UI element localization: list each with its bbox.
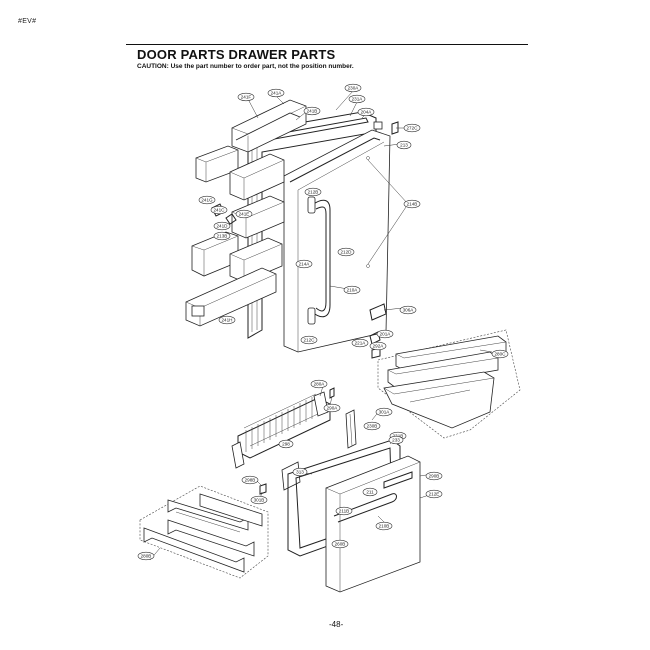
svg-text:212B: 212B [308, 190, 319, 195]
callout-230B: 230B [363, 421, 381, 431]
svg-text:233: 233 [392, 438, 400, 443]
svg-text:290A: 290A [327, 406, 339, 411]
svg-text:211: 211 [366, 490, 374, 495]
callout-204A: 204A [357, 107, 375, 117]
callout-211: 211 [362, 487, 378, 497]
callout-241H: 241H [218, 315, 236, 325]
svg-text:298B: 298B [245, 478, 256, 483]
svg-text:204A: 204A [361, 110, 373, 115]
callout-241A: 241A [267, 88, 285, 98]
svg-text:212E: 212E [429, 492, 440, 497]
svg-text:241H: 241H [222, 318, 233, 323]
svg-text:301A: 301A [379, 410, 391, 415]
callout-214B: 214B [403, 199, 421, 209]
caution-note: CAUTION: Use the part number to order pa… [137, 63, 354, 70]
callout-210B: 210B [375, 521, 393, 531]
svg-text:241B: 241B [307, 109, 318, 114]
callout-212C: 212C [300, 335, 318, 345]
svg-text:280A: 280A [314, 382, 326, 387]
title-rule [126, 44, 528, 45]
callout-233: 233 [388, 435, 404, 445]
callout-241G: 241G [198, 195, 216, 205]
svg-text:212C: 212C [304, 338, 316, 343]
svg-text:313: 313 [296, 470, 304, 475]
svg-text:212D: 212D [341, 250, 353, 255]
callout-280C: 280C [491, 349, 509, 359]
callout-241B: 241B [303, 106, 321, 116]
callout-301B: 301B [250, 495, 268, 505]
drawer-front-panel [325, 455, 421, 593]
wire-basket [231, 391, 331, 469]
callout-280A: 280A [310, 379, 328, 389]
door-handle-upper [307, 196, 331, 325]
svg-text:280C: 280C [495, 352, 507, 357]
callout-241C: 241C [210, 205, 228, 215]
svg-text:306A: 306A [403, 308, 415, 313]
callout-213B: 213B [213, 231, 231, 241]
callout-280B: 280B [137, 551, 155, 561]
callout-290A: 290A [323, 403, 341, 413]
callout-212D: 212D [337, 247, 355, 257]
door-bins [185, 99, 307, 327]
svg-text:241A: 241A [271, 91, 283, 96]
callout-292A: 292A [369, 341, 387, 351]
svg-text:241F: 241F [241, 95, 252, 100]
callout-211B: 211B [335, 506, 353, 516]
callout-212B: 212B [304, 187, 322, 197]
callout-210A: 210A [343, 285, 361, 295]
svg-text:214B: 214B [407, 202, 418, 207]
callout-301A: 301A [375, 407, 393, 417]
callout-306A: 306A [399, 305, 417, 315]
page-number: -48- [329, 620, 344, 629]
callout-221A: 221A [351, 338, 369, 348]
svg-text:260B: 260B [335, 542, 346, 547]
callout-241F: 241F [237, 92, 255, 102]
svg-text:241D: 241D [217, 224, 229, 229]
callout-230A: 230A [344, 83, 362, 93]
callout-290B: 290B [425, 471, 443, 481]
callout-260B: 260B [331, 539, 349, 549]
svg-text:210B: 210B [379, 524, 390, 529]
callout-272C: 272C [403, 123, 421, 133]
svg-text:221A: 221A [355, 341, 367, 346]
svg-text:230B: 230B [367, 424, 378, 429]
callout-241D: 241D [213, 221, 231, 231]
page-code: #EV# [18, 18, 37, 25]
svg-text:241G: 241G [201, 198, 213, 203]
svg-text:231A: 231A [352, 97, 364, 102]
drawer-cover-group [139, 485, 269, 579]
svg-text:301B: 301B [254, 498, 265, 503]
callout-298B: 298B [241, 475, 259, 485]
callout-214A: 214A [295, 259, 313, 269]
callout-241E: 241E [235, 209, 253, 219]
svg-text:241E: 241E [239, 212, 250, 217]
svg-text:213B: 213B [217, 234, 228, 239]
svg-text:290B: 290B [429, 474, 440, 479]
svg-text:201A: 201A [380, 332, 392, 337]
callout-231A: 231A [348, 94, 366, 104]
callout-212E: 212E [425, 489, 443, 499]
callout-201A: 201A [376, 329, 394, 339]
svg-text:211B: 211B [339, 509, 349, 514]
svg-text:213: 213 [400, 143, 408, 148]
cover-parts-group [377, 329, 521, 439]
svg-text:272C: 272C [407, 126, 419, 131]
svg-text:280B: 280B [141, 554, 152, 559]
slide-rails [259, 387, 357, 495]
callout-213: 213 [396, 140, 412, 150]
svg-text:210A: 210A [347, 288, 359, 293]
svg-text:241C: 241C [214, 208, 226, 213]
page-title: DOOR PARTS DRAWER PARTS [137, 47, 336, 62]
svg-text:214A: 214A [299, 262, 311, 267]
svg-text:230A: 230A [348, 86, 360, 91]
svg-text:292A: 292A [373, 344, 385, 349]
svg-text:298: 298 [282, 442, 290, 447]
callout-313: 313 [292, 467, 308, 477]
callout-298: 298 [278, 439, 294, 449]
